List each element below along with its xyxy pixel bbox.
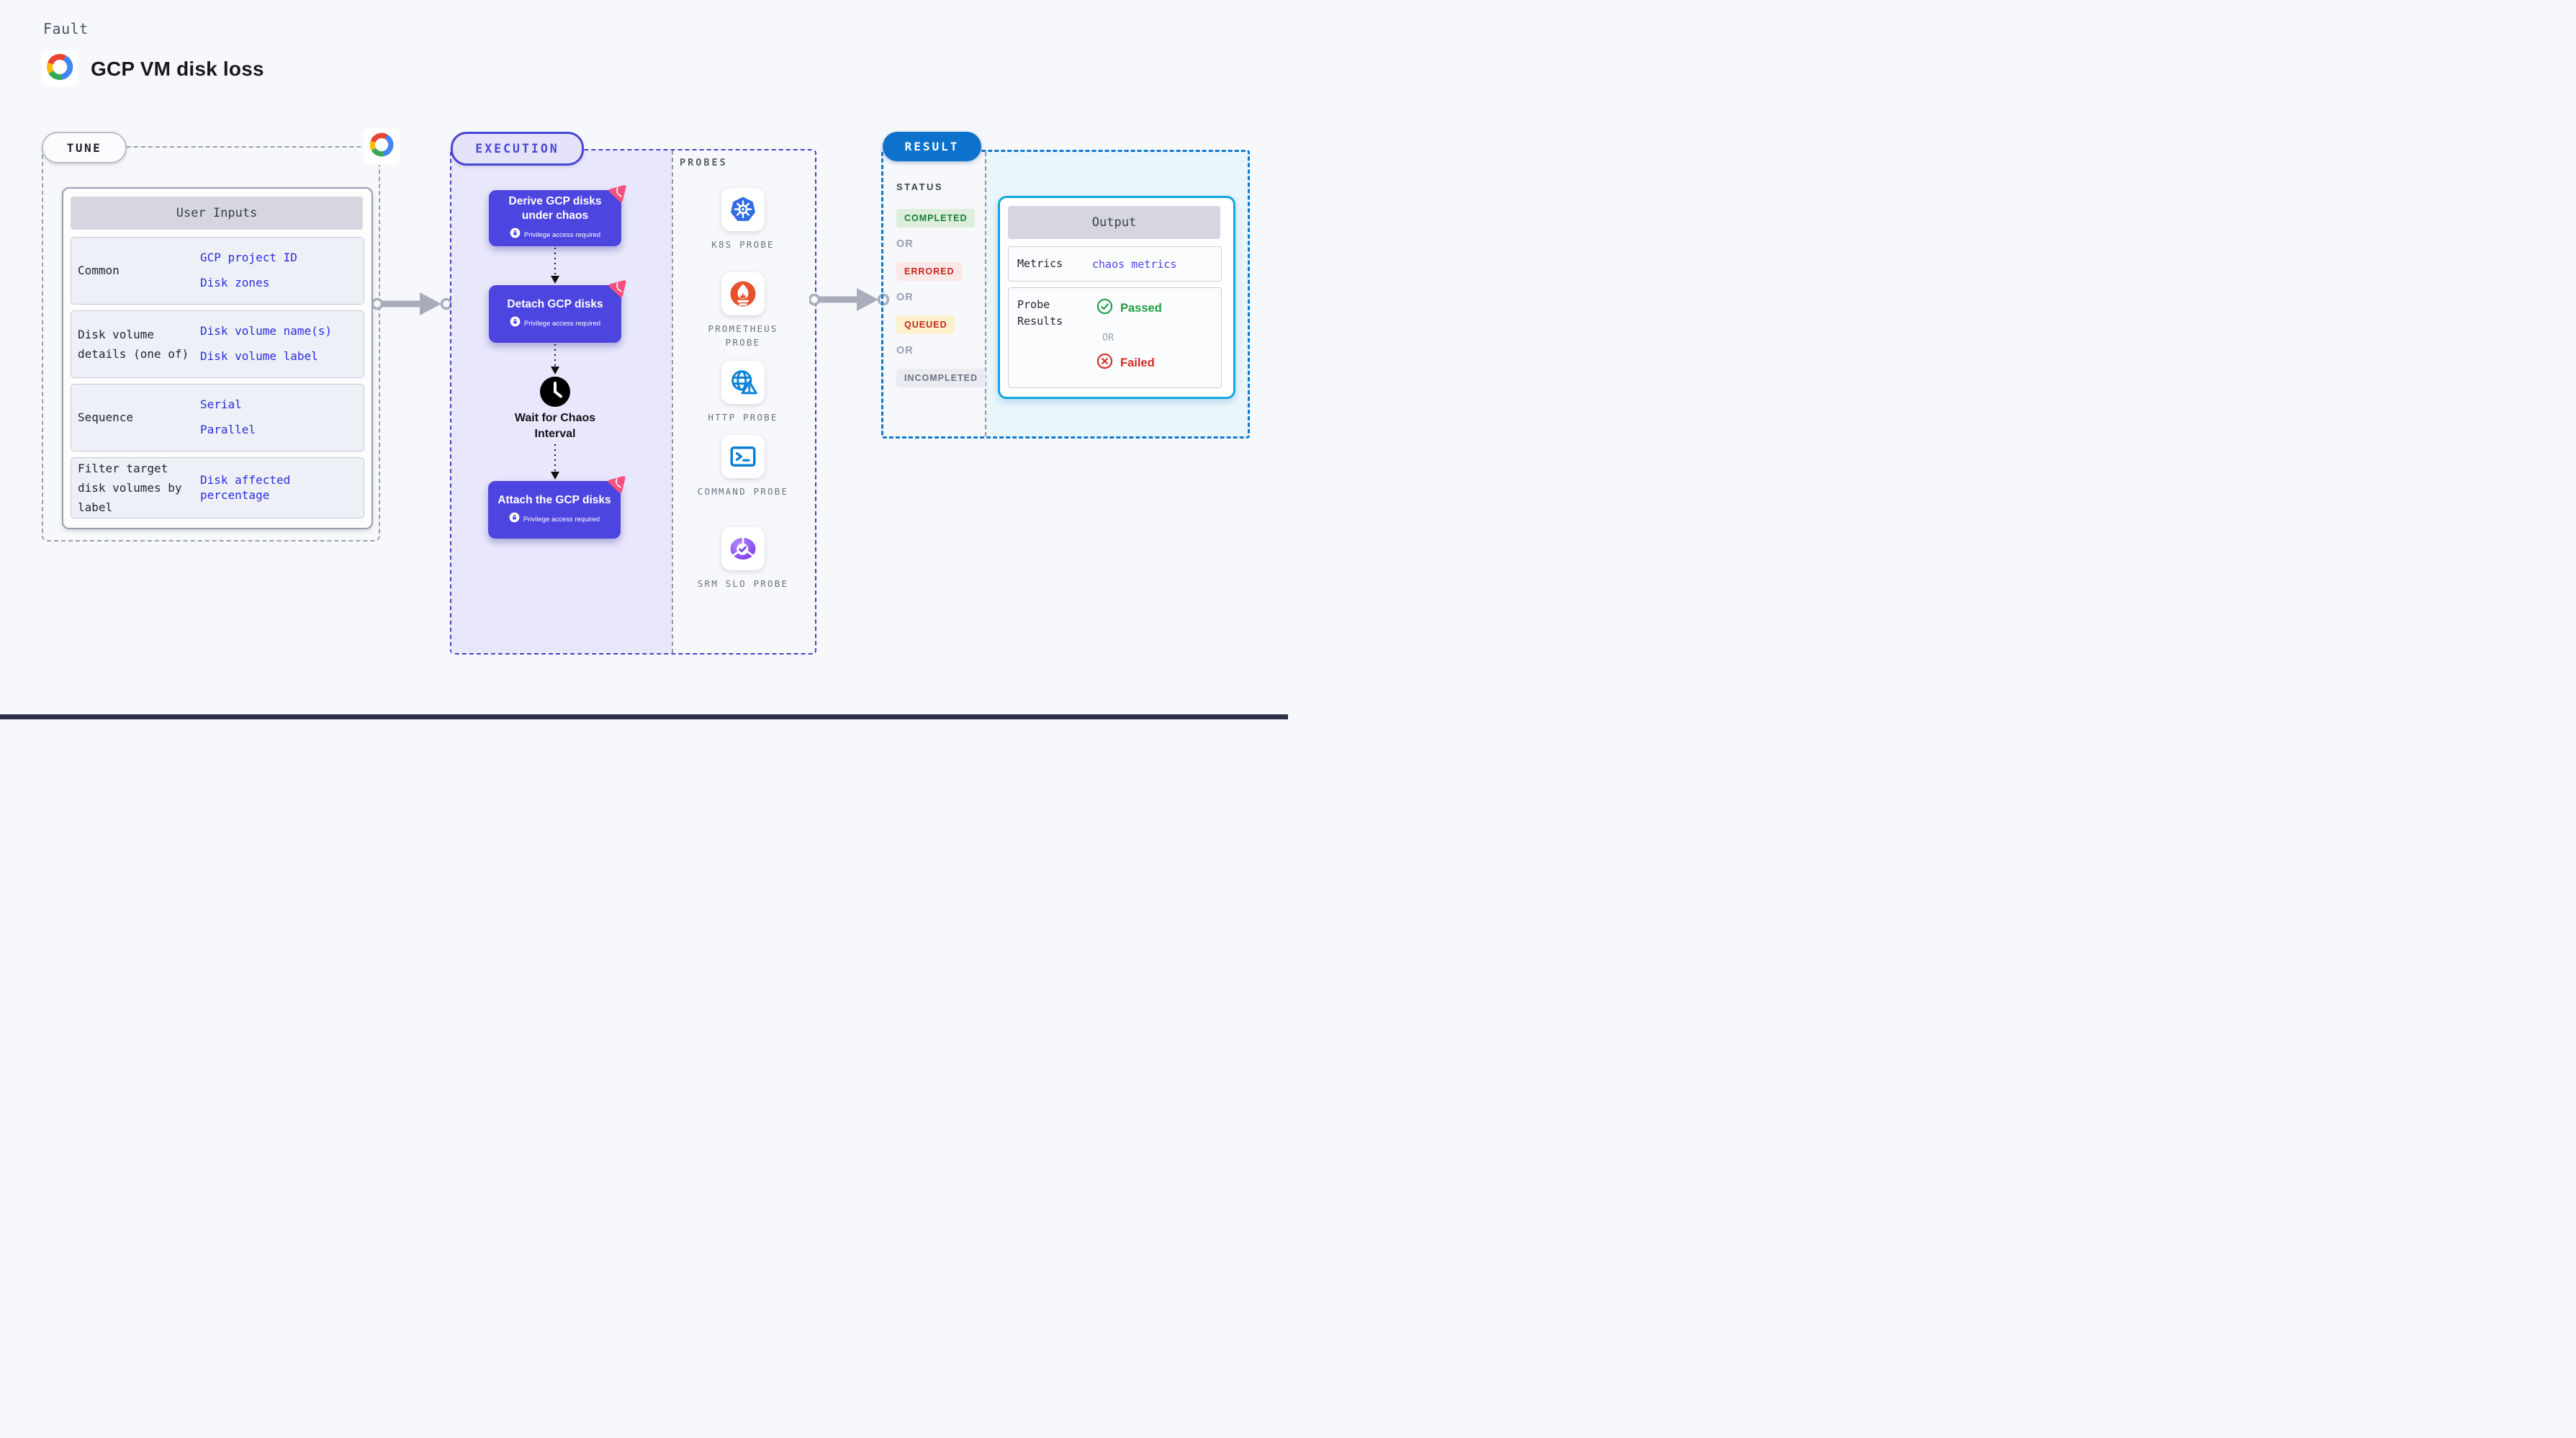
lock-icon: [509, 512, 520, 526]
user-inputs-card: User Inputs Common GCP project ID Disk z…: [62, 187, 373, 529]
x-circle-icon: [1096, 353, 1113, 373]
status-badge-errored: ERRORED: [896, 262, 963, 281]
status-badge-queued: QUEUED: [896, 315, 955, 334]
step-attach-gcp-disks: Attach the GCP disks Privilege access re…: [488, 476, 626, 539]
input-row-filter-by-label: Filter target disk volumes by label Disk…: [71, 457, 364, 518]
probe-http: HTTP PROBE: [695, 361, 791, 424]
input-value: Disk volume name(s): [200, 324, 333, 338]
probe-label: K8S PROBE: [711, 239, 775, 250]
input-value: Disk volume label: [200, 349, 318, 363]
fault-kicker: Fault: [43, 20, 89, 37]
input-row-sequence: Sequence Serial Parallel: [71, 384, 364, 451]
probe-command: COMMAND PROBE: [695, 435, 791, 498]
or-separator: OR: [1102, 332, 1114, 343]
terminal-icon: [721, 435, 765, 478]
input-row-label: Filter target disk volumes by label: [78, 461, 182, 515]
lock-icon: [510, 228, 521, 242]
output-header: Output: [1008, 206, 1220, 239]
metrics-label: Metrics: [1017, 257, 1063, 271]
flow-connector: [545, 248, 565, 284]
privilege-note-text: Privilege access required: [523, 319, 601, 328]
step-title: Detach GCP disks: [507, 297, 603, 310]
wait-step-label: Wait for Chaos Interval: [514, 412, 596, 440]
input-value: Serial: [200, 397, 242, 412]
input-value: Parallel: [200, 423, 256, 436]
litmus-chaos-icon: [606, 277, 628, 298]
input-value: GCP project ID: [200, 251, 297, 265]
probe-k8s: K8S PROBE: [695, 188, 791, 251]
clock-icon: [539, 376, 571, 408]
input-row-label: Common: [78, 264, 120, 278]
tune-badge: TUNE: [42, 132, 127, 163]
step-derive-gcp-disks: Derive GCP disks under chaos Privilege a…: [489, 185, 626, 246]
user-inputs-header: User Inputs: [71, 197, 363, 230]
input-row-label: Sequence: [78, 410, 134, 425]
globe-warning-icon: [721, 361, 765, 404]
failed-result: Failed: [1096, 353, 1155, 373]
gcp-cloud-icon: [368, 131, 395, 162]
failed-label: Failed: [1120, 356, 1155, 369]
probe-results-label: Probe Results: [1017, 298, 1063, 328]
or-separator: OR: [896, 238, 914, 250]
result-badge: RESULT: [883, 132, 981, 161]
or-separator: OR: [896, 292, 914, 303]
step-title: Attach the GCP disks: [497, 493, 611, 506]
metrics-row: Metrics chaos metrics: [1008, 246, 1222, 282]
input-row-disk-volume-details: Disk volume details (one of) Disk volume…: [71, 310, 364, 378]
or-separator: OR: [896, 345, 914, 356]
privilege-note-text: Privilege access required: [523, 230, 601, 239]
input-row-label: Disk volume details (one of): [78, 327, 189, 361]
gcp-logo-card: [42, 50, 78, 86]
probe-label: HTTP PROBE: [708, 412, 778, 423]
status-title: STATUS: [896, 181, 944, 192]
page-title: GCP VM disk loss: [91, 58, 264, 80]
execution-badge: EXECUTION: [451, 132, 584, 166]
privilege-note-text: Privilege access required: [523, 515, 600, 523]
flow-connector: [545, 444, 565, 480]
gcp-cloud-icon: [45, 52, 75, 86]
probe-results-row: Probe Results Passed OR: [1008, 287, 1222, 388]
status-output-divider: [985, 152, 986, 436]
check-circle-icon: [1096, 298, 1113, 318]
probes-title: PROBES: [680, 157, 728, 168]
passed-label: Passed: [1120, 301, 1162, 315]
step-title: Derive GCP disks under chaos: [508, 194, 602, 222]
probe-label: PROMETHEUS PROBE: [708, 323, 778, 349]
arrow-tune-to-execution: [371, 291, 453, 317]
privilege-note: Privilege access required: [510, 228, 600, 242]
probe-prometheus: PROMETHEUS PROBE: [695, 272, 791, 350]
probe-srm-slo: SRM SLO PROBE: [695, 527, 791, 590]
window-edge-bar: [0, 714, 1288, 719]
tune-section-box: [42, 146, 380, 542]
kubernetes-icon: [721, 188, 765, 231]
flow-connector: [545, 344, 565, 374]
status-badge-incompleted: INCOMPLETED: [896, 369, 986, 387]
arrow-execution-to-result: [808, 287, 890, 313]
input-row-common: Common GCP project ID Disk zones: [71, 237, 364, 305]
slo-donut-check-icon: [721, 527, 765, 570]
input-value: Disk zones: [200, 276, 270, 289]
output-card: Output Metrics chaos metrics Probe Resul…: [998, 196, 1235, 399]
diagram-canvas: Fault GCP VM disk loss TUNE: [0, 0, 1288, 719]
metrics-value: chaos metrics: [1092, 257, 1177, 271]
lock-icon: [510, 316, 521, 331]
probe-label: COMMAND PROBE: [697, 486, 789, 497]
gcp-corner-logo-card: [364, 128, 400, 165]
input-value: Disk affected percentage: [200, 472, 291, 502]
privilege-note: Privilege access required: [509, 512, 600, 526]
probe-label: SRM SLO PROBE: [697, 578, 789, 589]
status-badge-completed: COMPLETED: [896, 209, 976, 228]
litmus-chaos-icon: [606, 181, 628, 203]
litmus-chaos-icon: [605, 472, 627, 494]
step-detach-gcp-disks: Detach GCP disks Privilege access requir…: [489, 280, 626, 343]
execution-probes-divider: [672, 150, 673, 653]
privilege-note: Privilege access required: [510, 316, 600, 331]
passed-result: Passed: [1096, 298, 1162, 318]
prometheus-icon: [721, 272, 765, 315]
